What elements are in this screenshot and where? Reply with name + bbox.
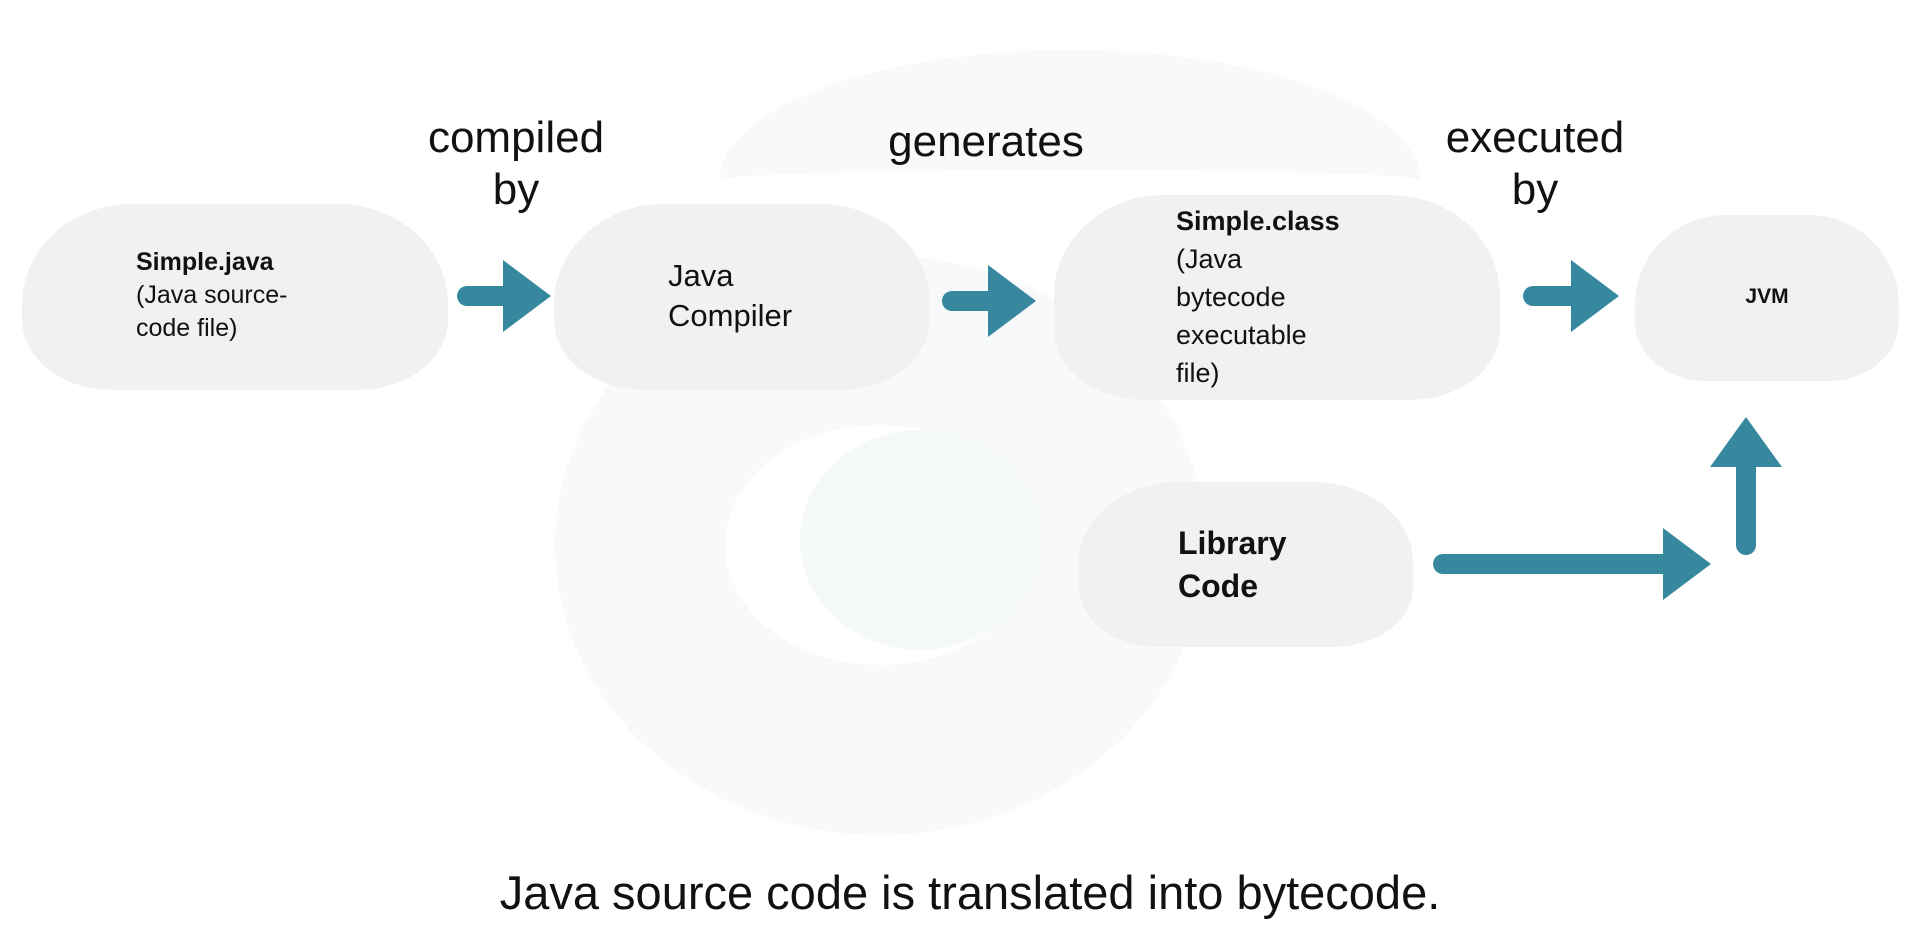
edge-label-executed-by: executed by — [1435, 112, 1635, 216]
edge-label-line: by — [1511, 165, 1559, 214]
node-java-compiler — [554, 204, 930, 390]
arrow-right-icon — [457, 260, 551, 332]
arrow-right-icon — [1433, 528, 1711, 600]
node-bytecode-file — [1054, 195, 1500, 400]
node-bytecode-text: Simple.class (Java bytecode executable f… — [1176, 202, 1340, 392]
node-desc: code file) — [136, 314, 238, 342]
arrow-up-icon — [1710, 417, 1782, 555]
node-title: Simple.class — [1176, 206, 1340, 236]
node-line: Java — [668, 258, 734, 293]
node-library-text: Library Code — [1178, 522, 1286, 608]
node-library-code — [1079, 482, 1413, 647]
node-jvm — [1635, 215, 1899, 381]
arrow-right-icon — [942, 265, 1036, 337]
node-compiler-text: Java Compiler — [668, 256, 792, 336]
edge-label-line: executed — [1445, 113, 1625, 162]
watermark-dot — [800, 430, 1040, 650]
node-desc: file) — [1176, 358, 1220, 388]
edge-label-line: by — [492, 165, 540, 214]
node-line: Code — [1178, 568, 1258, 604]
node-desc: executable — [1176, 320, 1307, 350]
edge-label-compiled-by: compiled by — [416, 112, 616, 216]
node-desc: bytecode — [1176, 282, 1286, 312]
node-desc: (Java source- — [136, 281, 288, 309]
node-source-text: Simple.java (Java source- code file) — [136, 246, 287, 345]
node-line: Library — [1178, 525, 1287, 561]
node-line: Compiler — [668, 298, 793, 333]
node-jvm-title: JVM — [1745, 285, 1789, 308]
caption: Java source code is translated into byte… — [499, 866, 1441, 919]
node-desc: (Java — [1176, 244, 1243, 274]
node-source-file — [22, 204, 448, 390]
edge-label-line: compiled — [427, 113, 605, 162]
node-title: Simple.java — [136, 248, 274, 276]
edge-label-generates: generates — [888, 117, 1084, 166]
arrow-right-icon — [1523, 260, 1619, 332]
